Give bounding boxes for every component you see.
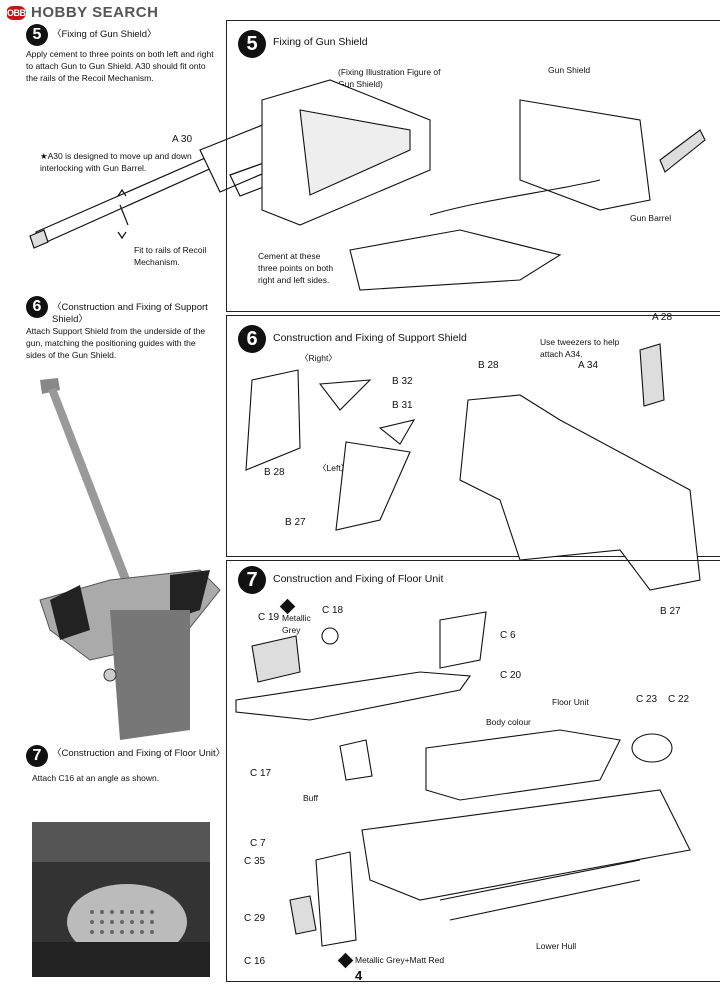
step5-box <box>226 20 720 312</box>
left-label-a30: A 30 <box>172 134 193 145</box>
step5-gun-barrel-label: Gun Barrel <box>630 213 672 223</box>
left-step5-title: 〈Fixing of Gun Shield〉 <box>52 29 157 40</box>
step5-cement-note: Cement at these three points on both rig… <box>258 251 334 285</box>
step6-right-label: 〈Right〉 <box>300 353 337 363</box>
step5-fig-caption: (Fixing Illustration Figure of Gun Shiel… <box>338 67 441 89</box>
left-step7-text: Attach C16 at an angle as shown. <box>32 773 160 783</box>
left-step6-number: 6 <box>26 296 48 318</box>
label-b27: B 27 <box>285 517 306 528</box>
label-b28-assembly: B 28 <box>478 360 499 371</box>
label-c18: C 18 <box>322 605 344 616</box>
left-step7-title: 〈Construction and Fixing of Floor Unit〉 <box>52 748 226 759</box>
label-b31: B 31 <box>392 400 413 411</box>
left-step5-number: 5 <box>26 24 48 46</box>
label-c6: C 6 <box>500 630 516 641</box>
step6-tweezers-note: Use tweezers to help attach A34. <box>540 337 620 359</box>
step5-gun-shield-label: Gun Shield <box>548 65 591 75</box>
gun-photo <box>20 370 221 740</box>
logo-badge: HOBBY <box>1 5 32 20</box>
c16-photo <box>32 822 210 977</box>
step5-title: Fixing of Gun Shield <box>273 36 368 48</box>
label-a34: A 34 <box>578 360 599 371</box>
label-b27-assembly: B 27 <box>660 606 681 617</box>
step6-title: Construction and Fixing of Support Shiel… <box>273 332 467 344</box>
label-c16: C 16 <box>244 956 266 967</box>
left-fit-note: Fit to rails of Recoil Mechanism. <box>134 245 207 267</box>
hobby-search-logo: HOBBY HOBBY SEARCH <box>1 4 159 21</box>
label-c17: C 17 <box>250 768 272 779</box>
label-floor-unit: Floor Unit <box>552 697 589 707</box>
page-number: 4 <box>355 968 363 983</box>
left-step7-number: 7 <box>26 745 48 767</box>
label-b28: B 28 <box>264 467 285 478</box>
metallic-red-text: Metallic Grey+Matt Red <box>355 955 445 965</box>
label-c23: C 23 <box>636 694 658 705</box>
label-lower-hull: Lower Hull <box>536 941 577 951</box>
label-c29: C 29 <box>244 913 266 924</box>
label-c22: C 22 <box>668 694 690 705</box>
label-metallic-grey-c19: Metallic Grey <box>279 598 322 636</box>
label-c19: C 19 <box>258 612 280 623</box>
label-buff: Buff <box>303 793 318 803</box>
left-step6-text: Attach Support Shield from the underside… <box>26 326 206 360</box>
label-b32: B 32 <box>392 376 413 387</box>
step6-left-label: 〈Left〉 <box>318 463 350 473</box>
step7-box <box>226 560 720 982</box>
step7-title: Construction and Fixing of Floor Unit <box>273 573 444 585</box>
label-c7: C 7 <box>250 838 266 849</box>
label-a28: A 28 <box>652 312 673 323</box>
left-step6-title: 〈Construction and Fixing of Support Shie… <box>52 302 208 325</box>
step6-number: 6 <box>238 325 266 353</box>
label-body-colour: Body colour <box>486 717 531 727</box>
label-metallic-red: Metallic Grey+Matt Red <box>337 952 445 969</box>
logo-text: HOBBY SEARCH <box>31 4 159 21</box>
step7-number: 7 <box>238 566 266 594</box>
left-step5-text: Apply cement to three points on both lef… <box>26 49 214 83</box>
metallic-grey-text: Metallic Grey <box>282 613 311 636</box>
label-c35: C 35 <box>244 856 266 867</box>
left-a30-note: ★A30 is designed to move up and down int… <box>40 151 192 173</box>
label-c20: C 20 <box>500 670 522 681</box>
step6-box <box>226 315 720 557</box>
step5-number: 5 <box>238 30 266 58</box>
